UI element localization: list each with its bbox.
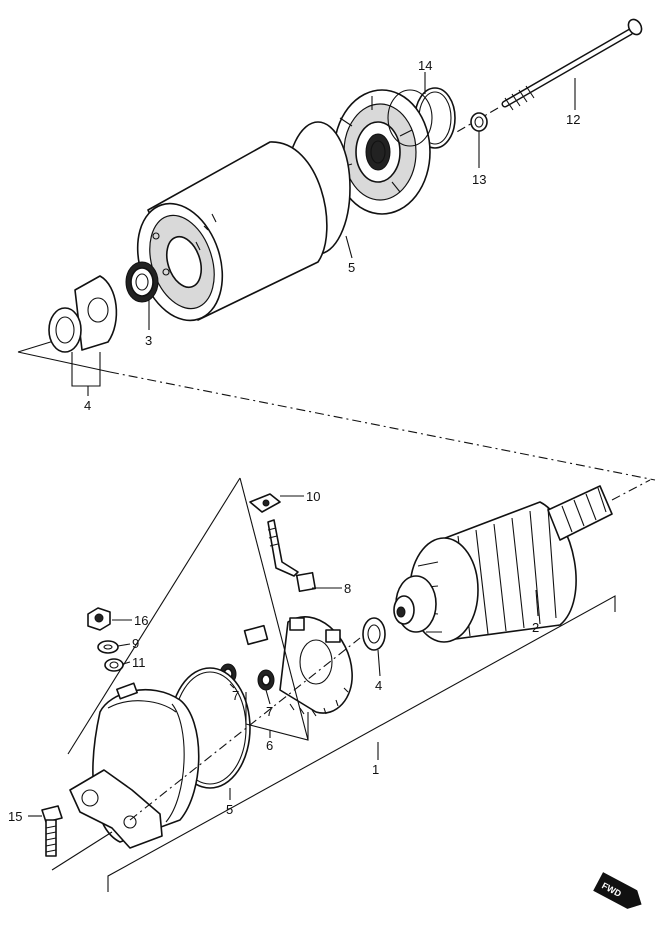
armature — [393, 479, 651, 643]
front-end-cover — [69, 682, 200, 849]
through-bolt — [454, 18, 643, 134]
callout-4-lower: 4 — [375, 678, 382, 693]
spring-washer — [97, 640, 119, 654]
bearing — [125, 261, 159, 303]
brush-holder-plate — [243, 616, 353, 717]
upper-group-outline — [17, 335, 656, 481]
callout-13: 13 — [472, 172, 486, 187]
lower-group-outline — [51, 477, 616, 892]
rear-end-housing — [333, 89, 433, 215]
callout-4-upper: 4 — [84, 398, 91, 413]
callout-2: 2 — [532, 620, 539, 635]
armature-washer — [362, 617, 386, 651]
thrust-washer-set — [48, 275, 118, 353]
yoke-housing — [136, 141, 328, 322]
brush-spring-right — [257, 669, 275, 691]
callout-3: 3 — [145, 333, 152, 348]
callout-7-left: 7 — [232, 688, 239, 703]
brush-terminal — [267, 519, 317, 593]
callout-9: 9 — [132, 636, 139, 651]
callout-7-right: 7 — [266, 704, 273, 719]
callout-labels: 14 12 13 5 3 4 10 8 16 9 11 2 4 7 7 6 1 … — [8, 58, 580, 824]
callout-5-lower: 5 — [226, 802, 233, 817]
forward-direction-badge: FWD — [593, 872, 642, 909]
mounting-bolt — [41, 805, 63, 857]
terminal-insulator — [249, 493, 281, 513]
leader-lines — [28, 72, 576, 817]
callout-10: 10 — [306, 489, 320, 504]
callout-1: 1 — [372, 762, 379, 777]
callout-6: 6 — [266, 738, 273, 753]
callout-11: 11 — [132, 655, 146, 670]
callout-15: 15 — [8, 809, 22, 824]
callout-8: 8 — [344, 581, 351, 596]
callout-12: 12 — [566, 112, 580, 127]
washer — [470, 112, 488, 132]
hex-nut — [87, 607, 111, 631]
callout-16: 16 — [134, 613, 148, 628]
callout-5-upper: 5 — [348, 260, 355, 275]
callout-14: 14 — [418, 58, 432, 73]
